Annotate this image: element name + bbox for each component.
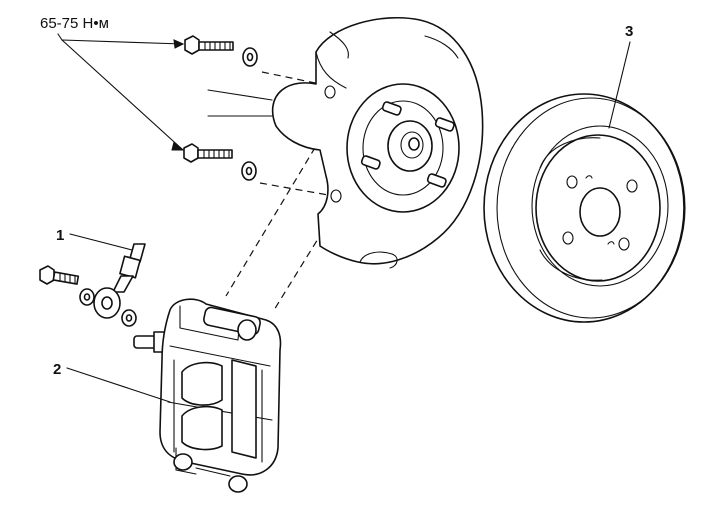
brake-disc	[483, 93, 686, 323]
union-bolt	[39, 265, 80, 285]
callout-3-leader	[608, 41, 631, 129]
wheel-hub	[346, 83, 460, 213]
torque-spec-label: 65-75 Н•м	[40, 15, 109, 32]
callout-1-leader	[69, 233, 133, 251]
brake-caliper	[159, 298, 282, 493]
sealing-washers	[79, 288, 137, 327]
bleeder-screw	[133, 331, 167, 353]
torque-leader-lines	[57, 33, 185, 151]
wheel-studs	[360, 101, 455, 188]
brake-hose	[93, 243, 146, 319]
callout-2-leader	[66, 367, 171, 403]
callout-1-label: 1	[56, 227, 64, 244]
upper-caliper-bolt	[184, 35, 234, 55]
lower-washer	[241, 161, 257, 181]
lower-caliper-bolt	[183, 143, 233, 163]
callout-3-label: 3	[625, 23, 633, 40]
callout-2-label: 2	[53, 361, 61, 378]
upper-washer	[242, 47, 258, 67]
